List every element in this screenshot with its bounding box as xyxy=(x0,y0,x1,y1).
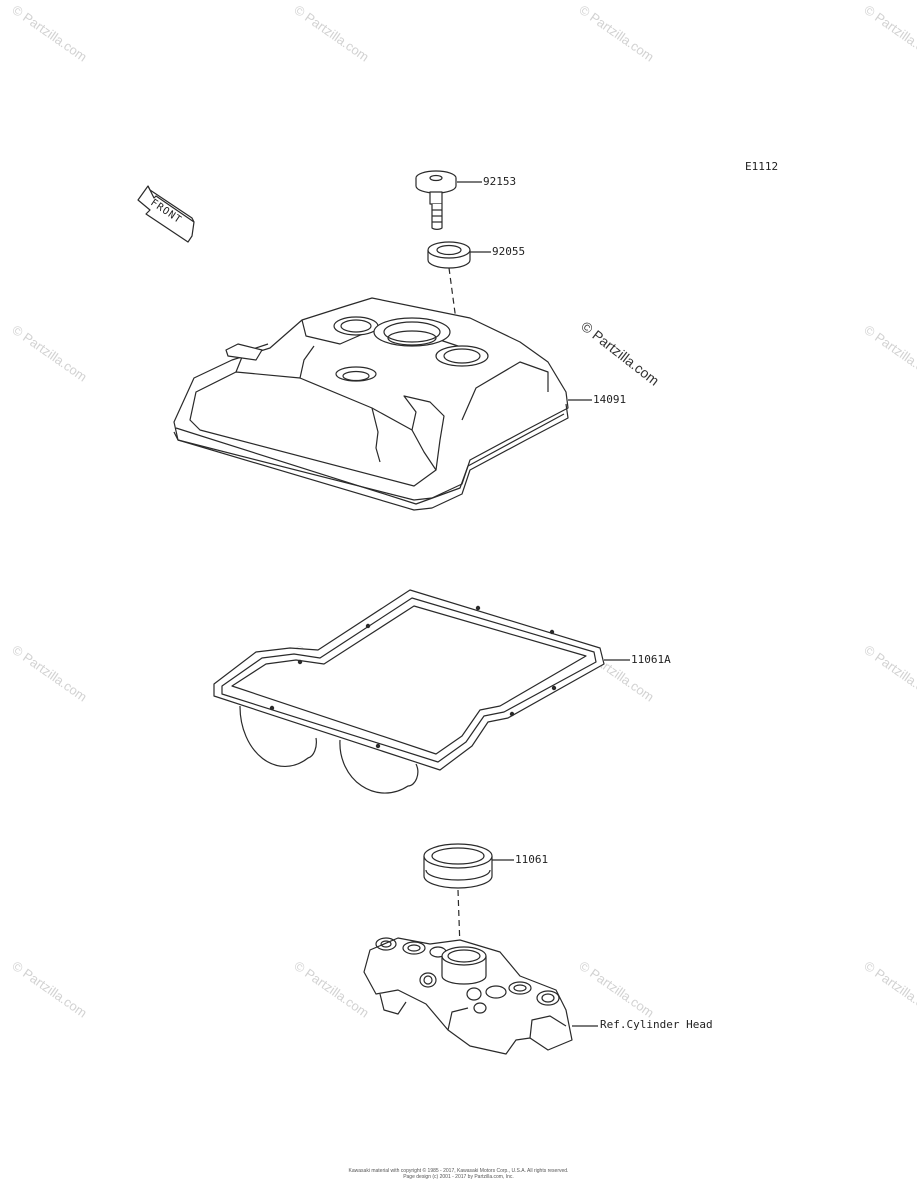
cover-gasket-11061A xyxy=(213,589,605,794)
plug-gasket-11061 xyxy=(423,843,493,889)
copyright-line-2: Page design (c) 2001 - 2017 by Partzilla… xyxy=(403,1174,514,1180)
bolt-92153 xyxy=(415,170,457,230)
cylinder-head-ref xyxy=(363,937,573,1055)
assembly-line xyxy=(448,267,461,351)
front-arrow-icon xyxy=(137,185,195,243)
assembly-line xyxy=(457,889,461,949)
cylinder-head-cover-14091 xyxy=(173,297,569,511)
copyright-notice: Kawasaki material with copyright © 1985 … xyxy=(300,1168,617,1180)
part-label-ref-cylinder-head: Ref.Cylinder Head xyxy=(600,1018,713,1031)
seal-92055 xyxy=(427,241,471,269)
part-label-11061[interactable]: 11061 xyxy=(515,853,549,866)
diagram-code: E1112 xyxy=(745,160,779,173)
part-label-11061A[interactable]: 11061A xyxy=(631,653,671,666)
part-label-92153[interactable]: 92153 xyxy=(483,175,517,188)
part-label-14091[interactable]: 14091 xyxy=(593,393,627,406)
copyright-line-1: Kawasaki material with copyright © 1985 … xyxy=(348,1168,569,1174)
part-label-92055[interactable]: 92055 xyxy=(492,245,526,258)
